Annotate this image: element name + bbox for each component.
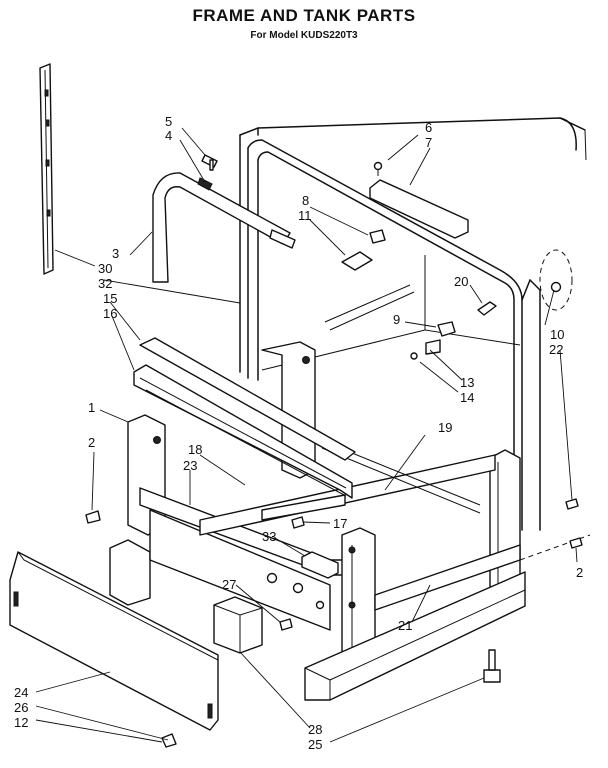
callout-30: 30 <box>98 261 112 276</box>
tank <box>239 117 591 561</box>
callout-4: 4 <box>165 128 172 143</box>
side-trim-strip <box>39 63 54 275</box>
diagram-title: FRAME AND TANK PARTS <box>192 6 416 25</box>
callout-18: 18 <box>188 442 202 457</box>
callout-25: 25 <box>308 737 322 752</box>
callout-20: 20 <box>454 274 468 289</box>
callout-16: 16 <box>103 306 117 321</box>
callout-33: 33 <box>262 529 276 544</box>
callout-3: 3 <box>112 246 119 261</box>
callout-2-right: 2 <box>576 565 583 580</box>
callout-7: 7 <box>425 135 432 150</box>
callout-10: 10 <box>550 327 564 342</box>
callout-32: 32 <box>98 276 112 291</box>
kick-panel <box>9 551 219 731</box>
callout-5: 5 <box>165 114 172 129</box>
callout-6: 6 <box>425 120 432 135</box>
callout-2-left: 2 <box>88 435 95 450</box>
diagram-subtitle: For Model KUDS220T3 <box>250 30 358 41</box>
callout-14: 14 <box>460 390 474 405</box>
callout-27: 27 <box>222 577 236 592</box>
callout-1: 1 <box>88 400 95 415</box>
callout-24: 24 <box>14 685 28 700</box>
callout-17: 17 <box>333 516 347 531</box>
callout-28: 28 <box>308 722 322 737</box>
callout-13: 13 <box>460 375 474 390</box>
callout-11: 11 <box>298 208 312 223</box>
callout-23: 23 <box>183 458 197 473</box>
callout-21: 21 <box>398 618 412 633</box>
callout-15: 15 <box>103 291 117 306</box>
mounting-bracket <box>369 161 469 239</box>
callout-19: 19 <box>438 420 452 435</box>
leader-lines <box>35 127 578 743</box>
callout-26: 26 <box>14 700 28 715</box>
callout-22: 22 <box>549 342 563 357</box>
clip <box>341 229 386 271</box>
rail-strips <box>133 337 356 499</box>
callout-12: 12 <box>14 715 28 730</box>
callout-labels: 5 4 6 7 8 11 3 30 32 15 16 20 9 10 22 13… <box>14 114 583 752</box>
callout-8: 8 <box>302 193 309 208</box>
callout-9: 9 <box>393 312 400 327</box>
top-bracket-tube <box>152 154 296 283</box>
hardware <box>85 249 583 748</box>
